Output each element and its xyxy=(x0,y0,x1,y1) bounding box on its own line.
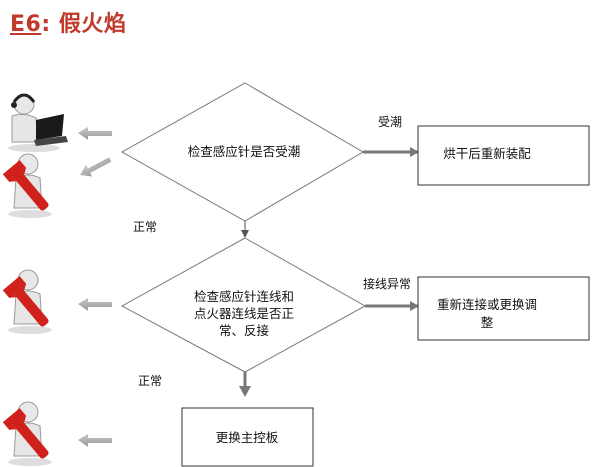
decision2-text-line3: 常、反接 xyxy=(219,323,270,338)
repairman-with-wrench-icon-2 xyxy=(2,269,52,334)
decision2-diamond xyxy=(120,237,367,373)
action2-text-line2: 整 xyxy=(481,315,494,330)
action3-text: 更换主控板 xyxy=(216,430,279,445)
decision1-text: 检查感应针是否受潮 xyxy=(188,144,301,159)
action2-box xyxy=(417,276,590,341)
branch1-arrowhead xyxy=(410,147,419,157)
error-name: 假火焰 xyxy=(58,12,127,37)
left-arrow-1 xyxy=(78,127,112,140)
branch1-label: 受潮 xyxy=(378,114,402,129)
normal2-label: 正常 xyxy=(138,374,162,388)
action1-text: 烘干后重新装配 xyxy=(443,146,531,161)
normal1-label: 正常 xyxy=(133,220,157,234)
action1-box xyxy=(417,125,590,186)
decision2-text-line2: 点火器连线是否正 xyxy=(194,306,294,321)
left-arrow-3 xyxy=(78,298,112,311)
title-separator: : xyxy=(41,12,51,37)
repairman-with-wrench-icon-3 xyxy=(2,401,52,466)
error-code: E6 xyxy=(10,12,42,37)
page-title: E6: 假火焰 xyxy=(10,6,126,38)
branch2-arrowhead xyxy=(410,301,419,311)
action2-text-line1: 重新连接或更换调 xyxy=(437,297,537,312)
repairman-with-wrench-icon-1 xyxy=(2,153,52,218)
decision2-text-line1: 检查感应针连线和 xyxy=(194,289,294,304)
branch2-label: 接线异常 xyxy=(363,276,411,291)
left-arrow-4 xyxy=(78,434,112,447)
left-arrow-2 xyxy=(79,157,112,177)
technician-at-laptop-icon xyxy=(8,93,68,152)
action3-box xyxy=(181,407,314,467)
normal2-arrowhead xyxy=(239,386,251,397)
